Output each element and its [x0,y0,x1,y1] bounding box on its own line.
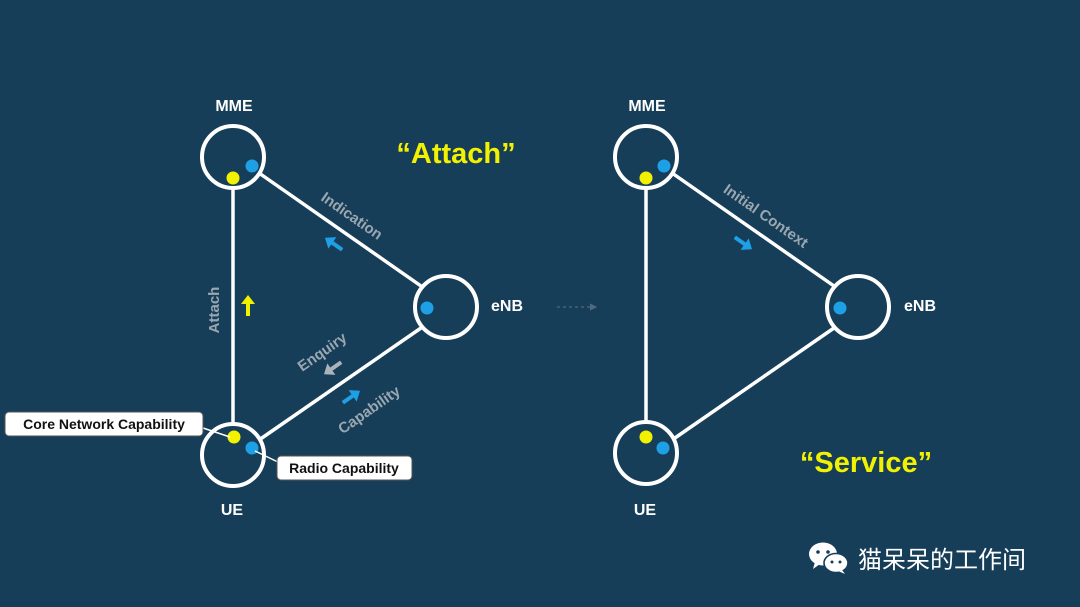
attach-edge-label: Attach [206,287,223,334]
radio-dot [420,301,434,315]
service-diagram: MME eNB UE “Service” Initial Context [613,98,936,519]
edge-ue-enb [671,326,835,442]
ue-label: UE [221,502,244,519]
enquiry-edge-label: Enquiry [295,329,351,375]
node-mme [613,124,679,190]
service-title: “Service” [800,447,932,479]
radio-dot [245,159,259,173]
radio-callout-pointer [254,450,281,464]
radio-dot [657,159,671,173]
core-network-dot [639,430,653,444]
enquiry-arrow [323,360,343,375]
enb-label: eNB [491,298,523,315]
attach-title: “Attach” [396,138,515,170]
node-enb [413,274,479,340]
node-mme [200,124,266,190]
radio-dot [833,301,847,315]
core-network-callout-text: Core Network Capability [23,416,185,432]
core-network-callout-pointer [199,426,231,438]
enb-label: eNB [904,298,936,315]
capability-arrow [341,390,361,405]
core-network-dot [639,171,653,185]
attach-diagram: MME eNB UE “Attach” Attach Indication En… [4,98,523,519]
edge-ue-enb [258,326,422,442]
mme-label: MME [628,98,666,115]
radio-callout-text: Radio Capability [289,460,399,476]
indication-arrow [324,237,344,252]
radio-dot [656,441,670,455]
mme-label: MME [215,98,253,115]
edge-mme-enb [257,171,423,288]
core-network-dot [226,171,240,185]
node-ue [200,422,266,488]
radio-callout: Radio Capability [276,455,413,481]
node-enb [825,274,891,340]
watermark-text: 猫呆呆的工作间 [858,546,1026,574]
indication-edge-label: Indication [318,189,386,244]
initial-context-arrow [733,235,753,250]
wechat-icon [809,542,849,574]
core-network-callout: Core Network Capability [4,411,204,437]
attach-arrow-up [241,295,255,316]
ue-label: UE [634,502,657,519]
capability-edge-label: Capability [335,382,404,437]
edge-mme-enb [670,171,836,288]
watermark: 猫呆呆的工作间 [808,540,1026,575]
node-ue [613,420,679,486]
core-network-dot [227,430,241,444]
